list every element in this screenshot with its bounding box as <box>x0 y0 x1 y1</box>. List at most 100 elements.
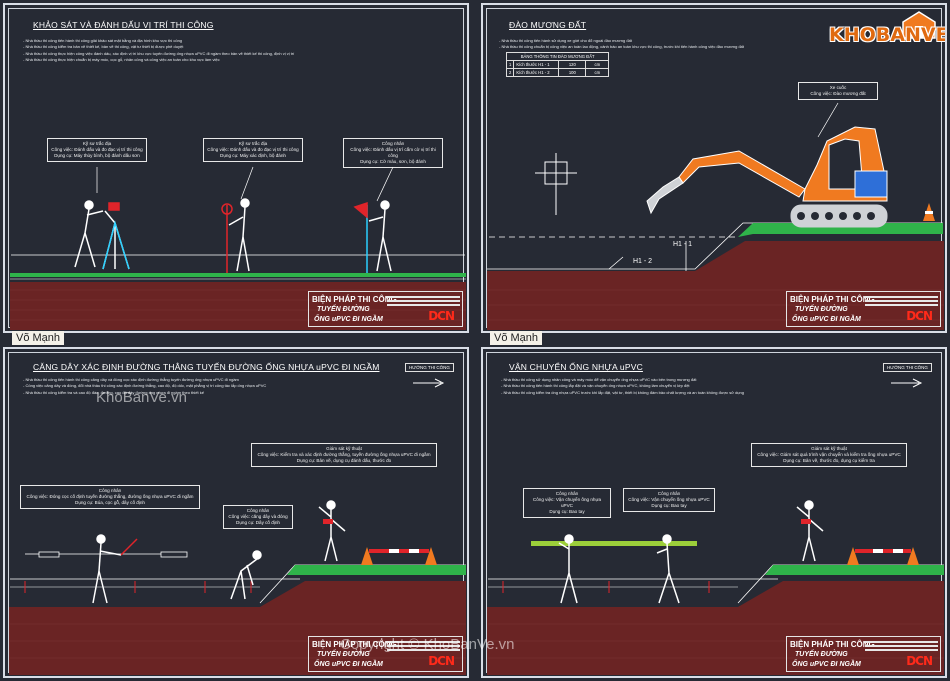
callout-text: Công việc: Đánh dấu và đo đạc vị trí thi… <box>51 147 143 158</box>
dimension-h12 <box>608 256 624 270</box>
callout-title: Công nhân <box>555 491 579 496</box>
panel-string-line: CĂNG DÂY XÁC ĐỊNH ĐƯỜNG THẲNG TUYẾN ĐƯỜN… <box>3 347 469 678</box>
note: Nhà thầu thi công tiến hành thi công giả… <box>23 38 294 44</box>
callout-title: Giám sát kỹ thuật <box>811 446 847 451</box>
callout-text: Công việc: căng dây và đóng Dụng cụ: Dây… <box>228 514 288 525</box>
callout-supervisor: Giám sát kỹ thuật Công việc: Giám sát qu… <box>751 443 907 467</box>
note: Nhà thầu thi công sử dụng nhân công và m… <box>501 377 744 383</box>
callout-excavator: Xe cuốc Công việc: Đào mương đất <box>798 82 878 100</box>
grass-strip <box>738 223 943 237</box>
table-row: 1 Kích thước H1 - 1 120 cm <box>505 60 610 69</box>
note: Nhà thầu thi công chuẩn bị công việc an … <box>499 44 744 50</box>
title-block: BIỆN PHÁP THI CÔNG TUYẾN ĐƯỜNG ỐNG uPVC … <box>786 636 941 672</box>
worker-carry-2 <box>656 534 680 604</box>
callout-worker-stake: Công nhân Công việc: Đóng cọc cố định tu… <box>20 485 200 509</box>
callout-text: Công việc: Vận chuyển ống nhựa uPVC Dụng… <box>532 497 602 514</box>
callout-surveyor-2: Kỹ sư trắc địa Công việc: Đánh dấu và đo… <box>203 138 303 162</box>
table-cell: 1 <box>505 60 515 69</box>
title-block-grid <box>387 639 460 655</box>
title-block-line2: TUYẾN ĐƯỜNG <box>317 306 370 313</box>
title-block-line3: ỐNG uPVC ĐI NGẦM <box>314 316 383 323</box>
callout-title: Công nhân <box>98 488 122 493</box>
title-block-line3: ỐNG uPVC ĐI NGẦM <box>792 661 861 668</box>
callout-text: Công việc: Kiểm tra và xác định đường th… <box>257 452 431 463</box>
title-block: BIỆN PHÁP THI CÔNG TUYẾN ĐƯỜNG ỐNG uPVC … <box>308 291 463 327</box>
panel-survey: KHẢO SÁT VÀ ĐÁNH DẤU VỊ TRÍ THI CÔNG Nhà… <box>3 3 469 333</box>
stakes <box>502 581 710 593</box>
crosshair-icon <box>535 153 577 215</box>
notes: Nhà thầu thi công tiến hành sử dụng xe g… <box>499 38 744 51</box>
grass-strip <box>765 565 944 575</box>
stakes <box>24 581 252 593</box>
notes: Nhà thầu thi công sử dụng nhân công và m… <box>501 377 744 396</box>
note: Nhà thầu thi công thực hiện công việc đá… <box>23 51 294 57</box>
title-block-line3: ỐNG uPVC ĐI NGẦM <box>314 661 383 668</box>
ruler-bars <box>25 551 188 558</box>
excavation-scene <box>487 102 944 330</box>
author-tag: Võ Mạnh <box>12 331 65 345</box>
excavation-info-table: BẢNG THÔNG TIN ĐÀO MƯƠNG ĐẤT 1 Kích thướ… <box>505 52 610 77</box>
title-block-grid <box>865 294 938 310</box>
soil <box>487 241 944 330</box>
title-block-line2: TUYẾN ĐƯỜNG <box>795 651 848 658</box>
title-block-grid <box>387 294 460 310</box>
title-block-line1: BIỆN PHÁP THI CÔNG <box>790 295 875 304</box>
title-block-line3: ỐNG uPVC ĐI NGẦM <box>792 316 861 323</box>
callout-worker-rope: Công nhân Công việc: căng dây và đóng Dụ… <box>223 505 293 529</box>
barrier <box>847 547 919 565</box>
soil <box>487 581 944 675</box>
callout-surveyor-1: Kỹ sư trắc địa Công việc: Đánh dấu và đo… <box>47 138 147 162</box>
transport-scene <box>487 378 944 675</box>
upvc-pipe <box>531 541 697 546</box>
label-h11: H1 - 1 <box>673 241 693 248</box>
callout-text: Công việc: Vận chuyển ống nhựa uPVC Dụng… <box>628 497 710 508</box>
table-cell: Kích thước H1 - 2 <box>513 68 560 77</box>
watermark-copyright: Copyright © KhoBanVe.vn <box>340 636 515 653</box>
notes: Nhà thầu thi công tiến hành thi công căn… <box>23 377 266 396</box>
brand-logo: KHOBANVE <box>821 8 945 50</box>
company-logo: DCN <box>428 654 455 668</box>
callout-text: Công việc: Đánh dấu vị trí cắm cờ vị trí… <box>350 147 436 164</box>
company-logo: DCN <box>428 309 455 323</box>
excavator <box>646 126 888 228</box>
callout-text: Công việc: Đánh dấu và đo đạc vị trí thi… <box>207 147 299 158</box>
panel-title: KHẢO SÁT VÀ ĐÁNH DẤU VỊ TRÍ THI CÔNG <box>33 20 214 30</box>
house-icon <box>902 11 936 39</box>
callout-supervisor: Giám sát kỹ thuật Công việc: Kiểm tra và… <box>251 443 437 467</box>
table-cell: 100 <box>558 68 587 77</box>
company-logo: DCN <box>906 654 933 668</box>
title-block: BIỆN PHÁP THI CÔNG TUYẾN ĐƯỜNG ỐNG uPVC … <box>308 636 463 672</box>
panel-title: ĐÀO MƯƠNG ĐẤT <box>509 20 587 30</box>
grass-strip <box>10 273 466 277</box>
traffic-cone <box>923 203 935 221</box>
note: Nhà thầu thi công tiến hành thi công lắp… <box>501 383 744 389</box>
title-block: BIỆN PHÁP THI CÔNG TUYẾN ĐƯỜNG ỐNG uPVC … <box>786 291 941 327</box>
table-row: 2 Kích thước H1 - 2 100 cm <box>505 68 610 77</box>
brand-name: KHOBANVE <box>829 24 947 46</box>
notes: Nhà thầu thi công tiến hành thi công giả… <box>23 38 294 63</box>
callout-title: Công nhân <box>381 141 405 146</box>
arrow-right-icon <box>413 378 445 388</box>
survey-scene <box>10 166 466 330</box>
worker-carry-1 <box>558 534 578 604</box>
direction-label: HƯỚNG THI CÔNG <box>883 363 932 372</box>
panel-transport: VẬN CHUYỂN ỐNG NHỰA uPVC HƯỚNG THI CÔNG … <box>481 347 947 678</box>
grass-strip <box>287 565 466 575</box>
arrow-right-icon <box>891 378 923 388</box>
staff-figure <box>221 198 250 273</box>
table-title: BẢNG THÔNG TIN ĐÀO MƯƠNG ĐẤT <box>505 52 610 61</box>
table-cell: 2 <box>505 68 515 77</box>
panel-title: CĂNG DÂY XÁC ĐỊNH ĐƯỜNG THẲNG TUYẾN ĐƯỜN… <box>33 362 380 372</box>
label-h12: H1 - 2 <box>633 258 653 265</box>
direction-label: HƯỚNG THI CÔNG <box>405 363 454 372</box>
table-cell: cm <box>585 68 610 77</box>
author-tag: Võ Mạnh <box>490 331 543 345</box>
callout-worker-1: Công nhân Công việc: Vận chuyển ống nhựa… <box>523 488 611 518</box>
callout-title: Giám sát kỹ thuật <box>326 446 362 451</box>
callout-title: Kỹ sư trắc địa <box>238 141 268 146</box>
title-block-line1: BIỆN PHÁP THI CÔNG <box>312 295 397 304</box>
title-block-line2: TUYẾN ĐƯỜNG <box>795 306 848 313</box>
soil <box>9 581 466 675</box>
note: Nhà thầu thi công kiểm tra và cao độ đào… <box>23 390 266 396</box>
worker-rope <box>230 550 262 600</box>
